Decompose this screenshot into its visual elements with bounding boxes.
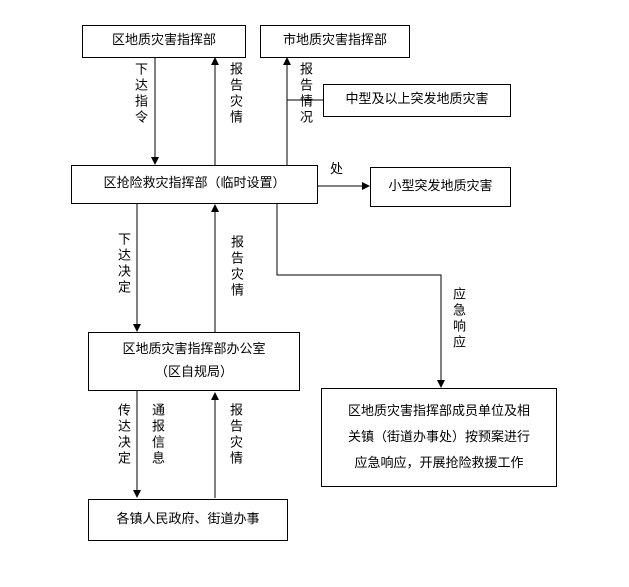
city-hq-box: 市地质灾害指挥部: [260, 25, 410, 58]
member-units-line-1: 区地质灾害指挥部成员单位及相: [347, 403, 530, 419]
small-disaster-label: 小型突发地质灾害: [388, 178, 493, 194]
rescue-hq-box: 区抢险救灾指挥部（临时设置）: [71, 165, 318, 204]
edge-label-report-office: 报告灾情: [227, 403, 242, 467]
district-hq-box: 区地质灾害指挥部: [82, 25, 246, 58]
district-office-box: 区地质灾害指挥部办公室 （区自规局）: [88, 332, 300, 391]
medium-large-disaster-label: 中型及以上突发地质灾害: [345, 92, 489, 108]
district-office-label: 区地质灾害指挥部办公室: [122, 342, 266, 358]
district-office-sublabel: （区自规局）: [154, 364, 233, 380]
edge-label-emergency-response: 应急响应: [450, 287, 465, 351]
edge-label-report-district: 报告灾情: [227, 62, 242, 126]
small-disaster-box: 小型突发地质灾害: [370, 167, 511, 207]
edge-label-notify-info: 通报信息: [149, 403, 164, 467]
member-units-line-3: 应急响应，开展抢险救援工作: [354, 455, 524, 471]
edge-label-issue-order: 下达指令: [132, 62, 147, 126]
district-hq-label: 区地质灾害指挥部: [111, 33, 216, 49]
towns-box: 各镇人民政府、街道办事: [88, 499, 288, 541]
city-hq-label: 市地质灾害指挥部: [282, 33, 387, 49]
edge-label-issue-decision: 下达决定: [115, 232, 130, 296]
edge-label-convey-decision: 传达决定: [115, 403, 130, 467]
member-units-line-2: 关镇（街道办事处）按预案进行: [347, 429, 530, 445]
towns-label: 各镇人民政府、街道办事: [116, 511, 260, 527]
edge-label-handle: 处: [330, 162, 344, 177]
arrow-emergency-response: [276, 203, 445, 388]
medium-large-disaster-box: 中型及以上突发地质灾害: [323, 84, 511, 117]
edge-label-report-rescue: 报告灾情: [228, 235, 243, 299]
member-units-box: 区地质灾害指挥部成员单位及相 关镇（街道办事处）按预案进行 应急响应，开展抢险救…: [321, 388, 557, 487]
edge-label-report-city: 报告情况: [297, 62, 312, 126]
rescue-hq-label: 区抢险救灾指挥部（临时设置）: [103, 176, 286, 192]
